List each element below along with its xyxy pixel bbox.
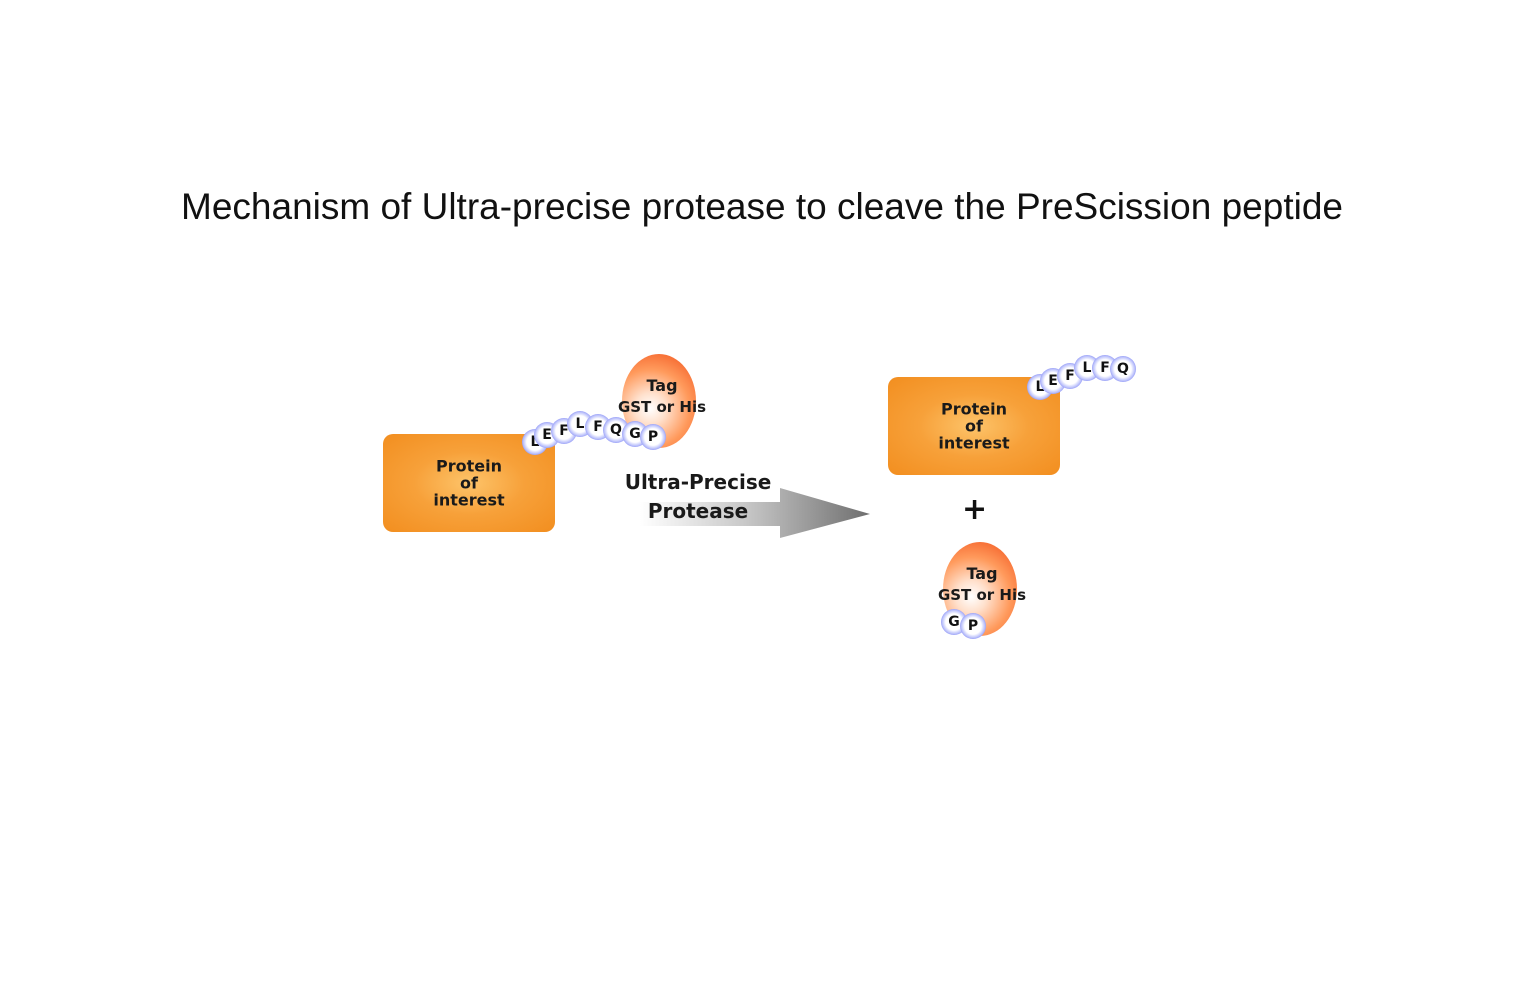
residue-bead: Q (1110, 356, 1136, 382)
protein-label-line2: of (460, 473, 478, 493)
plus-sign: + (962, 492, 988, 527)
protein-label-line3: interest (938, 433, 1010, 453)
protein-label-after: Protein of interest (888, 401, 1060, 452)
residue-bead: P (960, 613, 986, 639)
protein-label-line2: of (965, 416, 983, 436)
process-arrow (640, 488, 870, 538)
protease-label-line2: Protease (647, 499, 749, 523)
residue-bead: P (640, 424, 666, 450)
protein-label-before: Protein of interest (383, 458, 555, 509)
protein-label-line3: interest (433, 490, 505, 510)
protein-label-line1: Protein (941, 399, 1007, 419)
tag-label-before-line1: Tag (646, 376, 678, 395)
tag-label-after-line1: Tag (966, 564, 998, 583)
diagram-title: Mechanism of Ultra-precise protease to c… (181, 186, 1343, 227)
tag-label-before-line2: GST or His (617, 398, 707, 416)
protein-label-line1: Protein (436, 456, 502, 476)
protease-label-line1: Ultra-Precise (624, 470, 772, 494)
tag-label-after-line2: GST or His (937, 586, 1027, 604)
